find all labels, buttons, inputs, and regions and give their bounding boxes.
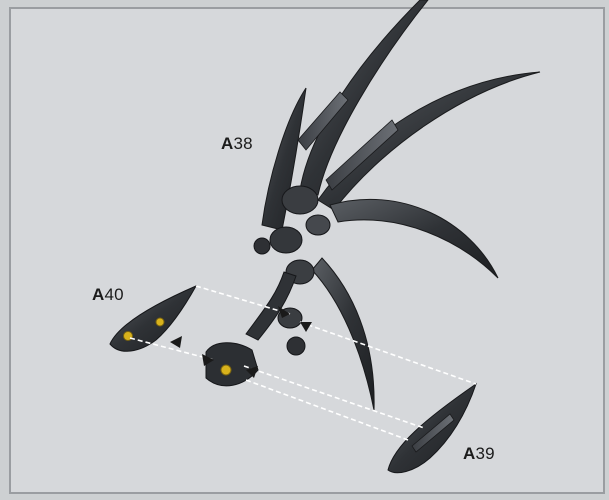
joint-right — [306, 215, 330, 235]
peg-hand — [221, 365, 231, 375]
callout-letter: A — [92, 285, 104, 304]
hand-socket — [206, 343, 258, 386]
callout-letter: A — [221, 134, 233, 153]
spike-ball-lower — [287, 337, 305, 355]
arrow-a39 — [300, 322, 312, 332]
a40-peg-2 — [156, 318, 164, 326]
blade-lower-curve — [312, 258, 374, 410]
guide-line-a39-top — [300, 322, 476, 384]
a40-peg-1 — [124, 332, 133, 341]
part-a38 — [206, 0, 540, 410]
callout-a40: A40 — [92, 285, 124, 305]
spike-ball — [254, 238, 270, 254]
callout-a39: A39 — [463, 444, 495, 464]
joint-mid — [270, 227, 302, 253]
limb-arm — [246, 272, 296, 340]
callout-letter: A — [463, 444, 475, 463]
guide-line-a39-low — [246, 380, 408, 440]
callout-a38: A38 — [221, 134, 253, 154]
callout-number: 40 — [104, 285, 123, 304]
guide-line-a39-mid — [244, 366, 424, 428]
blade-right-curve — [330, 199, 498, 278]
callout-number: 38 — [233, 134, 252, 153]
callout-number: 39 — [475, 444, 494, 463]
arrow-a40-back — [170, 336, 182, 348]
joint-upper — [282, 186, 318, 214]
